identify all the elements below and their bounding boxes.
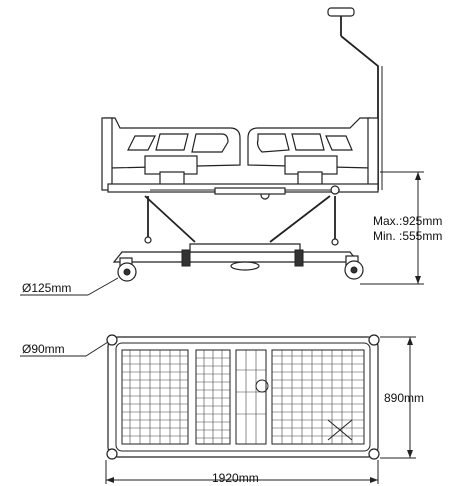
- caster-right: [344, 255, 364, 280]
- width-label: 890mm: [384, 391, 424, 405]
- bed-base: [112, 243, 360, 271]
- platform-section-head: [121, 349, 189, 445]
- platform-section-mid: [235, 349, 269, 445]
- left-siderail: [101, 117, 241, 191]
- right-siderail: [247, 117, 379, 191]
- platform-section-foot: [271, 349, 365, 445]
- length-label: 1920mm: [212, 471, 259, 485]
- platform-section-seat: [195, 349, 231, 445]
- min-height-label: Min. :555mm: [373, 229, 442, 243]
- caster-top-label: Ø90mm: [22, 342, 65, 356]
- caster-top-leader: [20, 341, 109, 357]
- top-view: 890mm 1920mm Ø90mm: [20, 334, 424, 485]
- length-dimension: [105, 460, 379, 484]
- max-height-label: Max.:925mm: [373, 214, 442, 228]
- scissor-lift: [144, 195, 339, 246]
- caster-side-leader: [20, 277, 119, 296]
- height-dimension: [360, 171, 424, 285]
- width-dimension: [380, 336, 416, 459]
- caster-side-label: Ø125mm: [22, 281, 71, 295]
- caster-left: [117, 257, 137, 282]
- bed-frame: [107, 183, 379, 200]
- side-view: Max.:925mm Min. :555mm Ø125mm: [20, 7, 442, 296]
